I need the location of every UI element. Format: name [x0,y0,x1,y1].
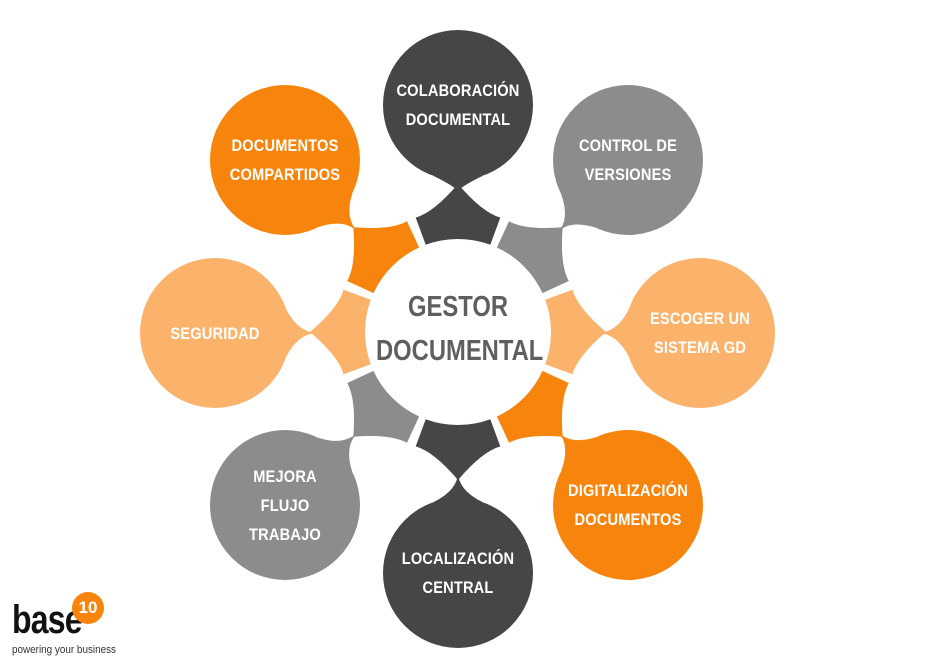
bubble-label-line: DOCUMENTOS [574,510,682,529]
bubble-label-line: DIGITALIZACIÓN [568,481,688,500]
ring-segment-colaboracion [415,184,501,245]
bubble-label-line: SEGURIDAD [170,323,260,343]
bubble-label-line: FLUJO [260,495,310,515]
bubble-label-seguridad: SEGURIDAD [151,319,280,348]
bubble-circle [553,85,703,235]
bubble-circle [383,498,533,648]
bubble-label-line: TRABAJO [249,524,321,544]
bubble-circle [383,30,533,180]
bubble-tail [433,472,483,503]
bubble-compartidos [210,85,360,235]
ring-segment-escoger [545,289,606,375]
bubble-circle [625,258,775,408]
bubble-label-line: DOCUMENTOS [231,136,339,155]
bubble-label-flujo: MEJORA FLUJO TRABAJO [221,462,350,549]
center-title-line: GESTOR [408,291,508,323]
ring-segment-compartidos [347,221,420,294]
bubble-circle [210,85,360,235]
bubble-label-line: CONTROL DE [578,136,678,155]
bubble-circle [140,258,290,408]
bubble-tail [433,175,483,192]
logo-word: base [12,598,83,642]
bubble-versiones [553,85,703,235]
ring-segment-versiones [496,221,569,294]
center-title-line: DOCUMENTAL [376,335,544,367]
bubble-label-localizacion: LOCALIZACIÓN CENTRAL [394,544,523,602]
bubble-circle [210,430,360,580]
bubble-tail [285,308,318,358]
bubble-label-versiones: CONTROL DE VERSIONES [564,131,693,189]
bubble-colaboracion [383,30,533,192]
bubble-label-line: ESCOGER UN [649,309,751,328]
bubble-label-line: COMPARTIDOS [229,165,341,184]
bubble-seguridad [140,258,318,408]
logo-number-badge: 10 [72,592,104,624]
bubble-flujo [210,430,360,580]
bubble-digitalizacion [553,430,703,580]
ring-segment-flujo [347,370,420,443]
ring-segment-digitalizacion [496,370,569,443]
bubble-label-line: VERSIONES [584,165,672,184]
logo-tagline: powering your business [12,644,117,656]
center-circle [368,242,548,422]
bubble-localizacion [383,472,533,648]
bubble-label-line: DOCUMENTAL [405,110,511,129]
bubble-tail [597,308,630,358]
bubble-label-line: MEJORA [253,466,317,486]
bubble-label-compartidos: DOCUMENTOS COMPARTIDOS [221,131,350,189]
ring-segment-localizacion [415,419,501,480]
bubble-label-colaboracion: COLABORACIÓN DOCUMENTAL [394,76,523,134]
bubble-escoger [597,258,775,408]
bubble-label-digitalizacion: DIGITALIZACIÓN DOCUMENTOS [564,476,693,534]
base10-logo: base 10 powering your business [10,592,130,662]
bubble-label-line: LOCALIZACIÓN [401,549,515,568]
ring-segment-seguridad [310,289,371,375]
bubble-label-line: CENTRAL [422,578,494,597]
center-title: GESTOR DOCUMENTAL [376,285,544,373]
bubble-label-escoger: ESCOGER UN SISTEMA GD [636,304,765,362]
bubble-label-line: SISTEMA GD [653,338,747,357]
bubble-circle [553,430,703,580]
bubble-label-line: COLABORACIÓN [396,81,520,100]
